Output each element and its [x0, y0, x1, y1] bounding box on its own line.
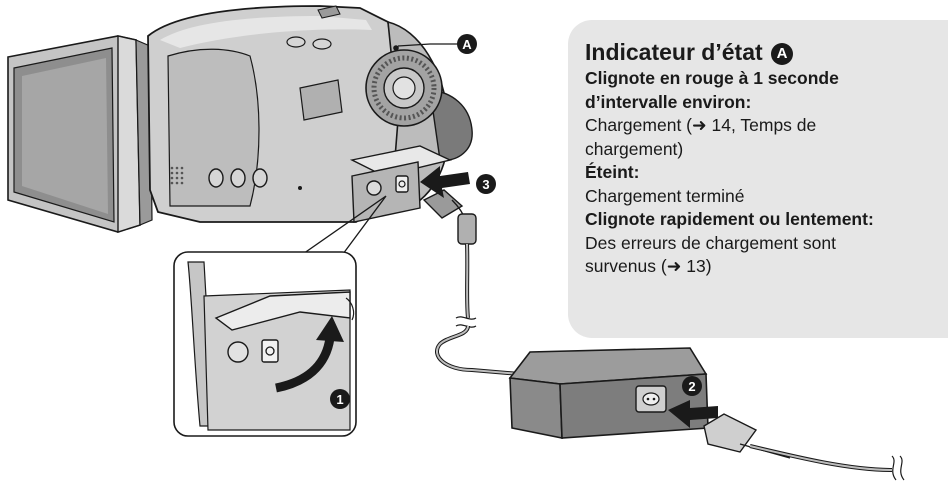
- panel-line: chargement): [585, 138, 684, 159]
- mode-dial: [365, 49, 443, 127]
- camcorder-body: [147, 5, 473, 223]
- panel-title: Indicateur d’état A: [585, 38, 948, 66]
- svg-text:A: A: [462, 37, 472, 52]
- panel-title-badge: A: [771, 43, 794, 65]
- ac-power-cord: [703, 413, 905, 481]
- callout-3: 3: [476, 174, 496, 194]
- panel-line: d’intervalle environ:: [585, 91, 752, 112]
- callout-2: 2: [682, 376, 702, 396]
- panel-line: Chargement terminé: [585, 185, 745, 206]
- panel-line: Chargement (➜ 14, Temps de: [585, 115, 817, 135]
- status-indicator-panel: Indicateur d’état A Clignote en rouge à …: [568, 20, 948, 338]
- callout-a: A: [397, 34, 477, 54]
- speaker-grille: [170, 166, 184, 185]
- lcd-screen: [7, 35, 153, 233]
- panel-title-text: Indicateur d’état: [585, 39, 763, 65]
- insert-arrows: [420, 166, 718, 428]
- panel-line: Des erreurs de chargement sont: [585, 232, 836, 253]
- panel-line: survenus (➜ 13): [585, 256, 712, 276]
- svg-text:2: 2: [688, 379, 695, 394]
- svg-text:3: 3: [482, 177, 489, 192]
- ac-adapter: [508, 347, 709, 439]
- panel-line: Clignote en rouge à 1 seconde: [585, 68, 839, 88]
- panel-line: Éteint:: [585, 162, 640, 182]
- dc-cable: [422, 189, 521, 376]
- zoom-inset: [173, 251, 357, 437]
- callout-1: 1: [330, 389, 350, 409]
- svg-text:1: 1: [336, 392, 343, 407]
- panel-line: Clignote rapidement ou lentement:: [585, 209, 874, 229]
- camcorder-buttons: [208, 168, 268, 188]
